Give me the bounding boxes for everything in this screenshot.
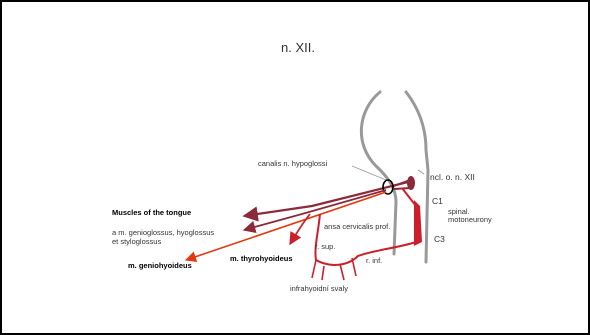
spinal-motoneuron-column (414, 200, 422, 246)
label-nucleus: ncl. o. n. XII (430, 172, 475, 182)
label-motoneurony: motoneurony (448, 215, 492, 224)
nucleus-xii-marker (407, 176, 415, 190)
nucleus-pointer-line (418, 170, 424, 174)
label-geniohyoideus: m. geniohyoideus (128, 261, 192, 270)
label-r-inf: r. inf. (366, 256, 382, 265)
label-r-sup: r. sup. (315, 242, 335, 251)
label-muscles-tongue: Muscles of the tongue (112, 208, 191, 217)
label-canalis: canalis n. hypoglossi (258, 159, 327, 168)
label-c1: C1 (432, 196, 443, 206)
label-thyrohyoideus: m. thyrohyoideus (230, 254, 293, 263)
label-genio-line2: et styloglossus (112, 237, 161, 246)
label-c3: C3 (434, 234, 445, 244)
label-genio-line1: a m. genioglossus, hyoglossus (112, 228, 214, 237)
thyrohyoid-branch (290, 214, 310, 244)
slide-title: n. XII. (281, 40, 315, 55)
c1-connection (402, 188, 416, 206)
label-ansa: ansa cervicalis prof. (324, 222, 390, 231)
label-infrahyoid: infrahyoidní svaly (290, 284, 348, 293)
